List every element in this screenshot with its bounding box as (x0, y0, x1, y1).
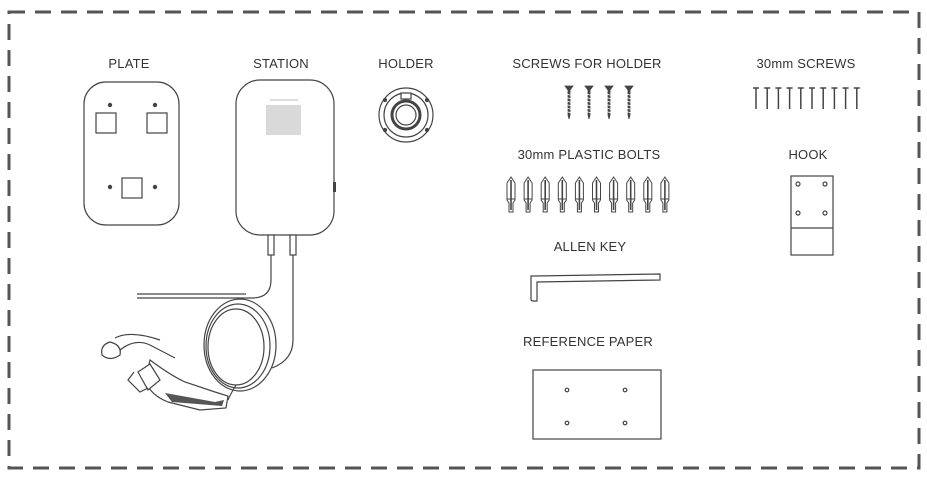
plastic-bolt (643, 176, 653, 213)
plastic-bolt (626, 176, 636, 213)
screws-30mm-illustration (753, 87, 860, 109)
screw-30mm (842, 87, 849, 109)
plastic-bolt (592, 176, 601, 213)
holder-screw (624, 85, 634, 120)
plastic-bolt (660, 176, 670, 213)
hook-label: HOOK (788, 147, 828, 162)
plate-label: PLATE (108, 56, 150, 71)
allen-key-label: ALLEN KEY (553, 239, 627, 254)
holder-screw (564, 85, 574, 120)
holder-label: HOLDER (378, 56, 434, 71)
holder-screw (584, 85, 594, 120)
screw-30mm (809, 87, 815, 109)
screw-30mm (797, 87, 804, 109)
plastic-bolt (574, 176, 584, 213)
screw-30mm (764, 87, 771, 109)
screw-30mm (753, 87, 759, 109)
screw-30mm (820, 87, 827, 109)
allen-key-illustration (530, 273, 661, 302)
screws-for-holder-illustration (564, 85, 634, 120)
reference-paper-label: REFERENCE PAPER (523, 334, 653, 349)
screw-30mm (853, 87, 860, 109)
plastic-bolt (609, 176, 619, 213)
plastic-bolt (506, 176, 516, 213)
plastic-bolt (540, 176, 550, 213)
screws-for-holder-label: SCREWS FOR HOLDER (512, 56, 662, 71)
plastic-bolt (523, 176, 533, 213)
plastic-bolts-label: 30mm PLASTIC BOLTS (517, 147, 661, 162)
screw-30mm (775, 87, 782, 109)
dashed-border (7, 10, 921, 470)
hook-illustration (790, 175, 834, 256)
screw-30mm (831, 87, 838, 109)
screws-30mm-label: 30mm SCREWS (756, 56, 856, 71)
plate-illustration (83, 81, 180, 226)
holder-illustration (378, 87, 434, 143)
plastic-bolts-illustration (506, 176, 670, 213)
holder-screw (604, 85, 614, 120)
screw-30mm (786, 87, 793, 109)
reference-paper-illustration (532, 369, 662, 440)
station-label: STATION (253, 56, 309, 71)
station-illustration (101, 79, 336, 411)
plastic-bolt (557, 176, 567, 213)
